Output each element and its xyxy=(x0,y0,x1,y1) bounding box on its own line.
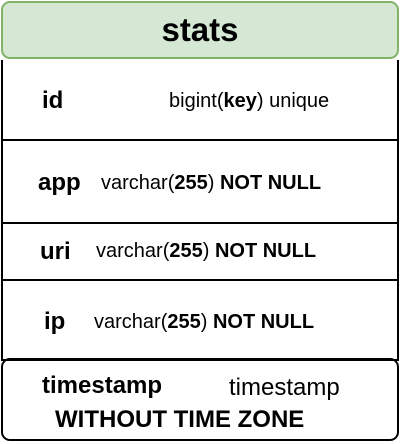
column-row-ip: ip varchar(255) NOT NULL xyxy=(1,281,399,361)
column-row-id: id bigint(key) unique xyxy=(1,60,399,141)
table-header: stats xyxy=(1,1,399,59)
column-row-timestamp: timestamp timestamp WITHOUT TIME ZONE xyxy=(1,358,399,441)
column-name: ip xyxy=(44,308,66,335)
column-type: varchar(255) NOT NULL xyxy=(101,172,322,194)
column-type: varchar(255) NOT NULL xyxy=(94,311,315,333)
column-type: timestamp xyxy=(229,374,340,401)
column-type: bigint(key) unique xyxy=(169,90,330,112)
column-name: app xyxy=(38,169,81,196)
column-row-uri: uri varchar(255) NOT NULL xyxy=(1,224,399,281)
table-title: stats xyxy=(161,11,239,48)
column-constraint: NOT NULL xyxy=(214,240,317,262)
column-name: id xyxy=(42,87,64,114)
column-type: varchar(255) NOT NULL xyxy=(96,240,317,262)
column-constraint: NOT NULL xyxy=(219,172,322,194)
column-row-app: app varchar(255) NOT NULL xyxy=(1,141,399,224)
column-name: uri xyxy=(40,238,71,265)
column-name: timestamp xyxy=(42,372,163,399)
column-constraint: NOT NULL xyxy=(212,311,315,333)
column-type-qualifier: WITHOUT TIME ZONE xyxy=(55,406,305,433)
